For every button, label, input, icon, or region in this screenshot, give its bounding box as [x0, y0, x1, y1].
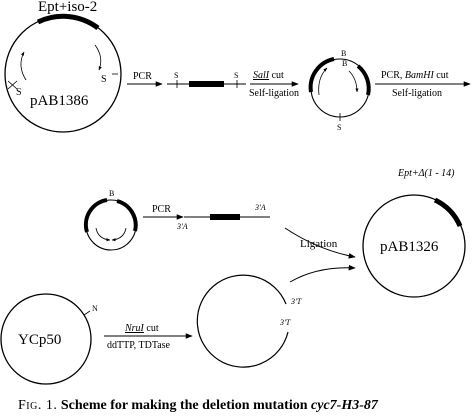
vector-enzyme-label: NruI cut — [124, 323, 159, 334]
template-primer-arrow-1 — [95, 227, 111, 242]
step2-ligation-label: Self-ligation — [249, 88, 299, 99]
vector-treatment-label: ddTTP, TDTase — [107, 340, 171, 351]
template-primer-arrow-2 — [111, 227, 127, 242]
product-name: pAB1326 — [380, 239, 439, 255]
intermediate-site-b1: B — [341, 49, 346, 58]
fragment1-site-s-left: S — [174, 71, 178, 80]
step2-enzyme-label: SalI cut — [253, 70, 284, 81]
caption-genotype: cyc7-H3-87 — [311, 398, 378, 413]
template-insert-segment — [83, 198, 108, 233]
intermediate-insert-segment — [308, 57, 335, 93]
step-sali-cut: SalI cut Self-ligation — [249, 70, 299, 99]
primer-arrow-right — [94, 44, 102, 71]
pcr-fragment-2: 3'A 3'A — [176, 203, 270, 231]
ligation-label: Ligation — [300, 238, 338, 250]
intermediate-site-s: S — [337, 123, 341, 132]
step3-method-label: PCR, BamHI cut — [381, 70, 449, 81]
vector-site-n: N — [92, 304, 98, 313]
vector-name: YCp50 — [18, 332, 61, 348]
plasmid1-site-s-left: S — [16, 87, 22, 98]
plasmid-pab1386: Ept+iso-2 pAB1386 S S — [4, 0, 122, 133]
plasmid1-insert-label: Ept+iso-2 — [38, 0, 97, 15]
fragment-end-right: 3'A — [254, 203, 266, 212]
intermediate-primer-arrow-outer — [318, 67, 328, 96]
plasmid1-site-s-right: S — [101, 74, 107, 85]
step-pcr-2: PCR — [143, 204, 184, 220]
intermediate-site-b2: B — [342, 59, 347, 68]
product-insert-segment — [433, 197, 463, 228]
fragment-pcr-label: PCR — [152, 204, 171, 215]
intermediate-primer-arrow-inner — [348, 70, 359, 93]
step3-ligation-label: Self-ligation — [392, 88, 442, 99]
vector-end-bottom: 3'T — [279, 318, 291, 327]
template-insert-segment-right — [116, 199, 138, 232]
figure-caption: Fig. 1. Scheme for making the deletion m… — [18, 398, 474, 414]
plasmid1-name: pAB1386 — [30, 93, 89, 109]
vector-end-top: 3'T — [290, 297, 302, 306]
step-pcr-1: PCR — [127, 71, 163, 87]
insert-segment-ept-iso2 — [36, 13, 100, 31]
vector-ycp50: N YCp50 — [0, 293, 98, 385]
linearized-vector: 3'T 3'T — [196, 274, 302, 368]
plasmid-pab1326: Ept+Δ(1 - 14) pAB1326 — [362, 168, 466, 298]
caption-text: Scheme for making the deletion mutation — [60, 398, 308, 413]
intermediate-plasmid: B B S — [308, 49, 371, 132]
ligation-arrows: Ligation — [284, 227, 356, 283]
primer-arrow-left — [20, 51, 27, 81]
product-insert-label: Ept+Δ(1 - 14) — [397, 168, 455, 179]
fragment1-site-s-right: S — [234, 71, 238, 80]
template-plasmid: B — [83, 189, 138, 251]
step-bamhi-cut: PCR, BamHI cut Self-ligation — [375, 70, 471, 99]
fragment-end-left: 3'A — [176, 222, 188, 231]
step-nrui-cut: NruI cut ddTTP, TDTase — [104, 323, 193, 351]
caption-fig-number: Fig. 1. — [18, 398, 58, 413]
template-site-b: B — [109, 189, 114, 198]
step1-pcr-label: PCR — [133, 71, 152, 82]
pcr-fragment-1: S S — [167, 71, 246, 88]
intermediate-insert-segment-right — [356, 64, 371, 96]
